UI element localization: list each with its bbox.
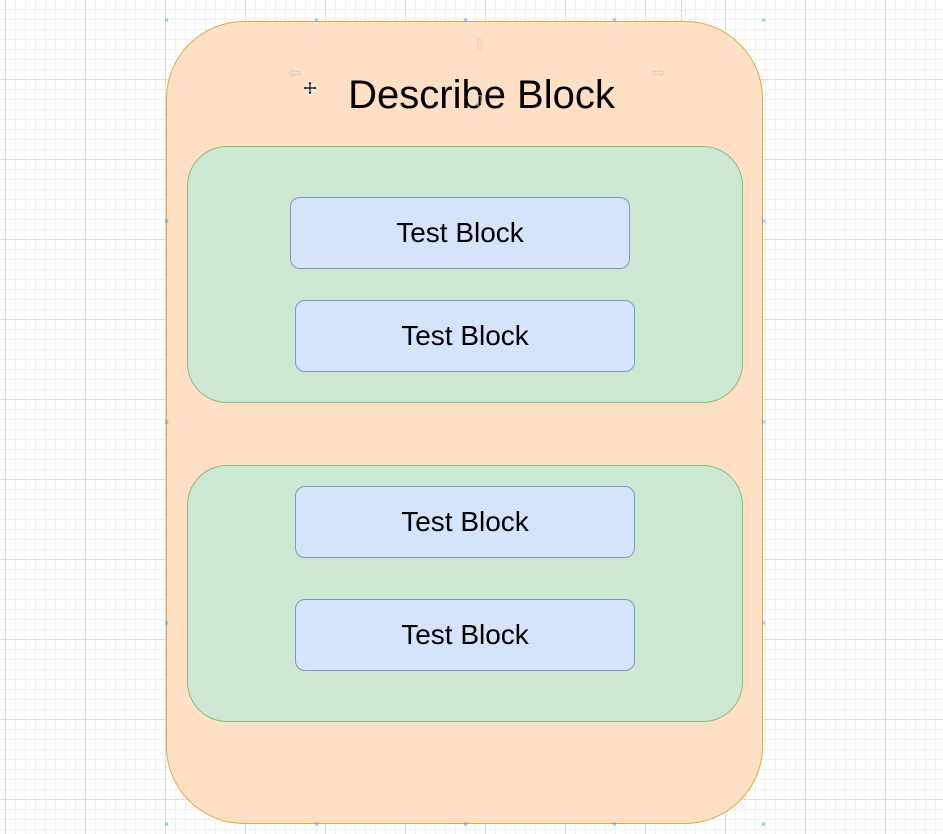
- resize-handle-icon[interactable]: ×: [163, 417, 170, 427]
- resize-handle-icon[interactable]: ×: [163, 15, 170, 25]
- resize-handle-icon[interactable]: ×: [313, 819, 320, 829]
- resize-handle-icon[interactable]: ×: [163, 618, 170, 628]
- describe-block-label: Describe Block: [348, 73, 615, 117]
- test-block-label: Test Block: [401, 506, 529, 537]
- page-break-line: [681, 0, 682, 22]
- resize-handle-icon[interactable]: ×: [163, 216, 170, 226]
- arrow-right-icon[interactable]: ⇨: [652, 65, 666, 82]
- test-block[interactable]: Test Block: [295, 486, 635, 558]
- arrow-left-icon[interactable]: ⇦: [288, 65, 302, 82]
- resize-handle-icon[interactable]: ×: [760, 15, 767, 25]
- test-block[interactable]: Test Block: [290, 197, 630, 269]
- resize-handle-icon[interactable]: ×: [611, 819, 618, 829]
- test-block-label: Test Block: [396, 217, 524, 248]
- test-block[interactable]: Test Block: [295, 300, 635, 372]
- test-block-label: Test Block: [401, 320, 529, 351]
- resize-handle-icon[interactable]: ×: [760, 417, 767, 427]
- resize-handle-icon[interactable]: ×: [163, 819, 170, 829]
- arrow-up-icon[interactable]: ⇧: [473, 37, 487, 54]
- move-cursor-icon: [303, 81, 317, 95]
- arrow-down-icon[interactable]: ⇩: [473, 94, 487, 111]
- resize-handle-icon[interactable]: ×: [611, 15, 618, 25]
- test-block[interactable]: Test Block: [295, 599, 635, 671]
- resize-handle-icon[interactable]: ×: [760, 216, 767, 226]
- resize-handle-icon[interactable]: ×: [760, 618, 767, 628]
- resize-handle-icon[interactable]: ×: [760, 819, 767, 829]
- test-block-label: Test Block: [401, 619, 529, 650]
- resize-handle-icon[interactable]: ×: [313, 15, 320, 25]
- resize-handle-icon[interactable]: ×: [462, 819, 469, 829]
- resize-handle-icon[interactable]: ×: [462, 15, 469, 25]
